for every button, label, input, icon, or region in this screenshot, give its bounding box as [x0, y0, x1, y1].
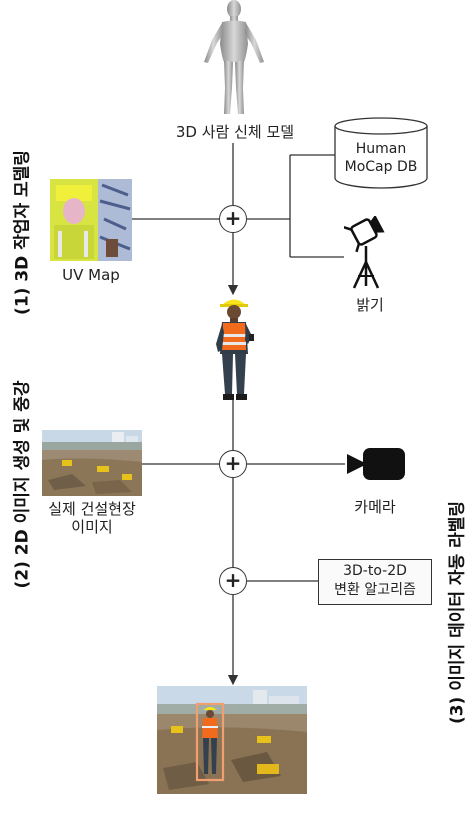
site-image-line1: 실제 건설현장: [48, 500, 136, 518]
algo-line2: 변환 알고리즘: [334, 582, 416, 598]
step3-title: (3) 이미지 데이터 자동 라벨링: [447, 500, 468, 725]
body-model-label: 3D 사람 신체 모델: [175, 123, 295, 141]
light-label: 밝기: [356, 296, 384, 314]
conversion-algorithm-box: 3D-to-2D 변환 알고리즘: [318, 559, 432, 605]
mocap-db-line2: MoCap DB: [344, 159, 418, 175]
camera-label: 카메라: [354, 498, 396, 516]
combine-operator-2: +: [219, 450, 247, 478]
labeled-result-photo: [157, 686, 307, 794]
database-icon: [334, 117, 428, 189]
mocap-db-line1: Human: [355, 141, 407, 157]
site-image-label: 실제 건설현장 이미지: [30, 500, 154, 536]
step2-title: (2) 2D 이미지 생성 및 중강: [12, 380, 33, 589]
uv-map-label: UV Map: [62, 266, 120, 284]
mocap-db-label: Human MoCap DB: [333, 140, 429, 176]
bounding-box: [195, 702, 225, 782]
human-mesh-icon: [204, 0, 264, 114]
spotlight-icon: [344, 216, 385, 289]
combine-operator-3: +: [219, 567, 247, 595]
video-camera-icon: [347, 448, 405, 480]
combine-operator-1: +: [219, 205, 247, 233]
construction-site-photo: [42, 430, 142, 496]
site-image-line2: 이미지: [71, 518, 113, 536]
algo-line1: 3D-to-2D: [343, 563, 407, 579]
step1-title: (1) 3D 작업자 모델링: [12, 150, 33, 315]
uv-map-texture: [50, 179, 132, 261]
worker-3d-model: [216, 299, 254, 400]
